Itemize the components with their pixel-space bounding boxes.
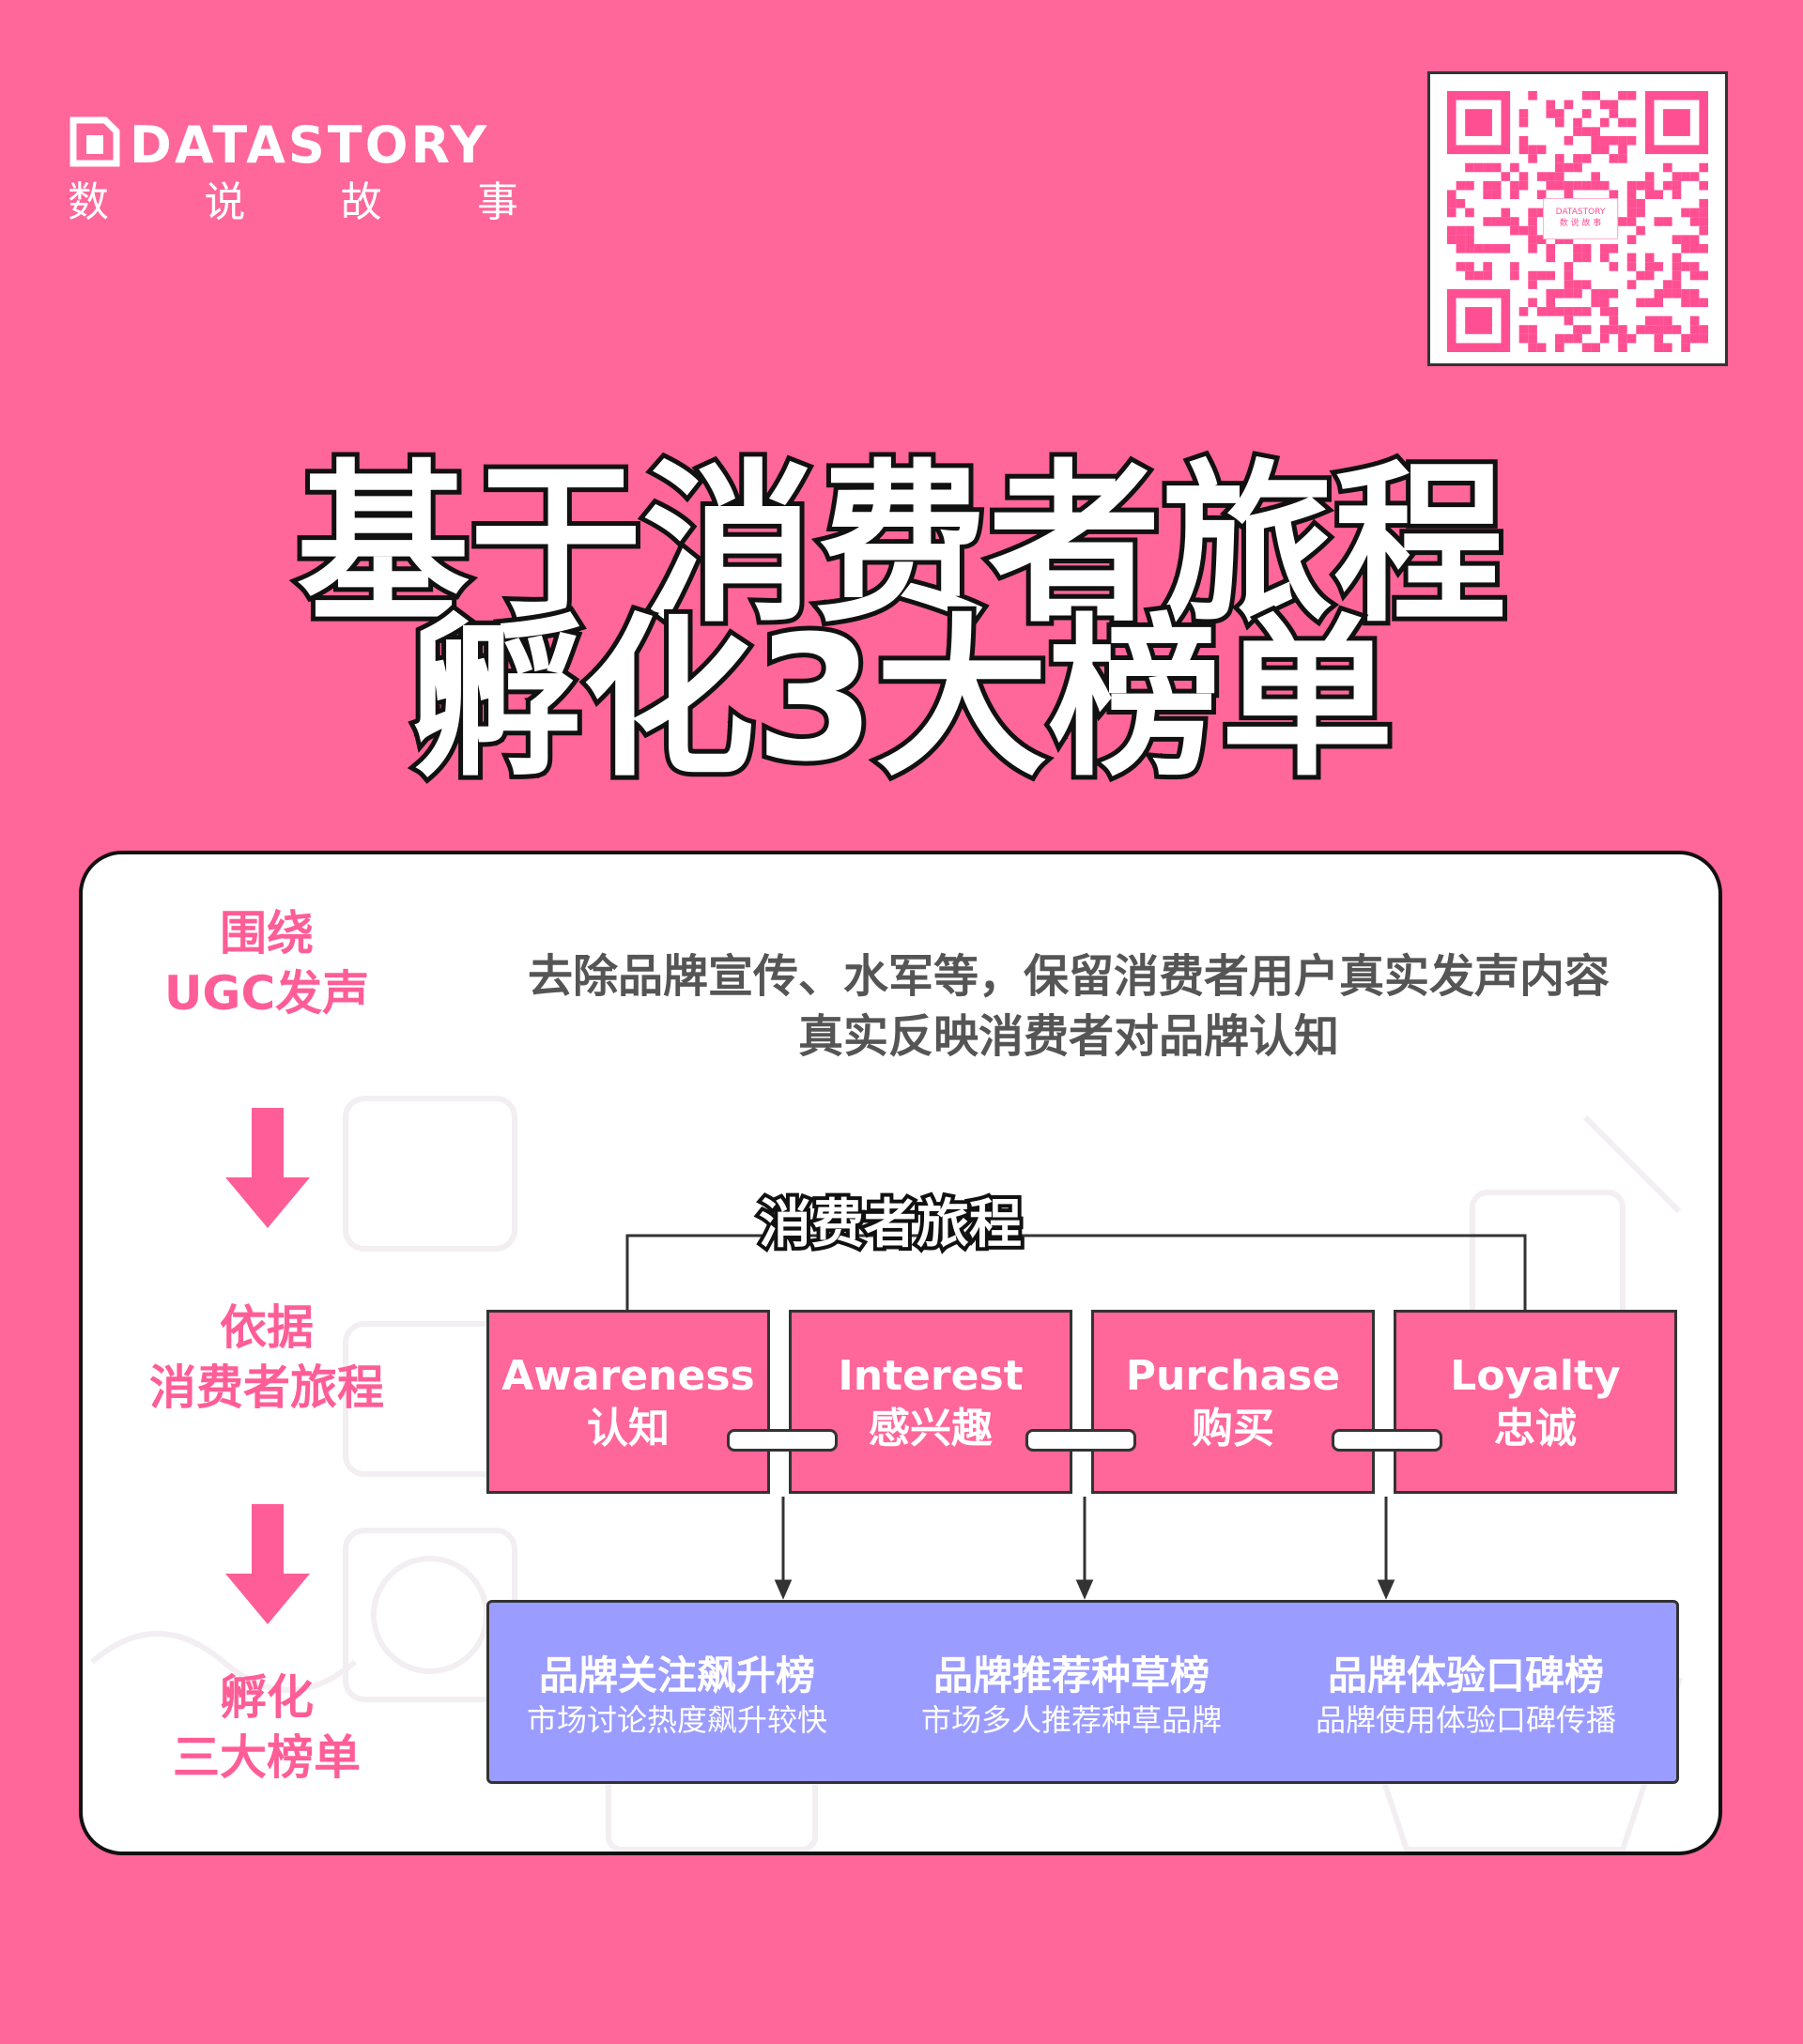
brand-subtitle-char: 数 — [68, 178, 109, 226]
page-title-line-2: 孵化3大榜单 — [405, 599, 1398, 800]
ranking-subtitle: 品牌使用体验口碑传播 — [1315, 1702, 1616, 1738]
rankings-box: 品牌关注飙升榜 市场讨论热度飙升较快 品牌推荐种草榜 市场多人推荐种草品牌 品牌… — [486, 1600, 1679, 1784]
journey-title: 消费者旅程 — [755, 1191, 1025, 1259]
step-ugc-line2: UGC发声 — [163, 966, 370, 1021]
qr-code: DATASTORY 数 说 故 事 — [1427, 71, 1728, 366]
step-journey-line2: 消费者旅程 — [149, 1360, 384, 1415]
stage-awareness: Awareness 认知 — [486, 1310, 770, 1494]
ranking-title: 品牌体验口碑榜 — [1327, 1652, 1604, 1698]
ranking-recommend: 品牌推荐种草榜 市场多人推荐种草品牌 — [884, 1652, 1259, 1740]
stage-link-bar — [1332, 1429, 1442, 1452]
arrow-down-icon — [225, 1504, 310, 1624]
journey-connector — [625, 1234, 1527, 1600]
stage-awareness-zh: 认知 — [587, 1405, 670, 1452]
ranking-subtitle: 市场多人推荐种草品牌 — [920, 1702, 1222, 1738]
step-rankings-line1: 孵化 — [220, 1670, 314, 1725]
ranking-title: 品牌关注飙升榜 — [538, 1652, 815, 1698]
step-rankings: 孵化 三大榜单 — [116, 1667, 417, 1788]
qr-badge-name: DATASTORY — [1555, 207, 1606, 217]
brand-subtitle-char: 说 — [204, 178, 246, 226]
step-ugc: 围绕 UGC发声 — [116, 903, 417, 1023]
step-rankings-line2: 三大榜单 — [173, 1730, 361, 1785]
stage-loyalty-zh: 忠诚 — [1494, 1405, 1577, 1452]
intro-text: 去除品牌宣传、水军等，保留消费者用户真实发声内容 真实反映消费者对品牌认知 — [449, 946, 1688, 1067]
stage-purchase: Purchase 购买 — [1091, 1310, 1375, 1494]
qr-code-pattern — [1447, 91, 1708, 352]
stage-purchase-zh: 购买 — [1192, 1405, 1274, 1452]
stage-link-bar — [727, 1429, 838, 1452]
stage-interest-zh: 感兴趣 — [869, 1405, 993, 1452]
arrow-down-icon — [225, 1108, 310, 1228]
page-title-line-1: 基于消费者旅程 — [292, 445, 1511, 646]
qr-center-logo: DATASTORY 数 说 故 事 — [1543, 198, 1618, 239]
ranking-subtitle: 市场讨论热度飙升较快 — [526, 1702, 827, 1738]
stage-loyalty: Loyalty 忠诚 — [1394, 1310, 1677, 1494]
stage-loyalty-en: Loyalty — [1450, 1352, 1621, 1400]
stage-interest: Interest 感兴趣 — [789, 1310, 1072, 1494]
brand-subtitle-char: 事 — [476, 178, 518, 226]
qr-badge-sub: 数 说 故 事 — [1559, 219, 1602, 228]
stage-link-bar — [1025, 1429, 1136, 1452]
stage-purchase-en: Purchase — [1125, 1352, 1341, 1400]
datastory-logo-icon — [69, 116, 120, 167]
diagram-card: 围绕 UGC发声 依据 消费者旅程 孵化 三大榜单 去除品牌宣传、水军等，保留消… — [79, 851, 1722, 1855]
brand-name: DATASTORY — [130, 115, 490, 175]
stage-awareness-en: Awareness — [501, 1352, 755, 1400]
intro-line-2: 真实反映消费者对品牌认知 — [797, 1010, 1339, 1063]
stage-interest-en: Interest — [838, 1352, 1024, 1400]
step-journey: 依据 消费者旅程 — [116, 1298, 417, 1418]
brand-subtitle: 数 说 故 事 — [68, 178, 518, 227]
ranking-title: 品牌推荐种草榜 — [932, 1652, 1210, 1698]
step-journey-line1: 依据 — [220, 1300, 314, 1355]
brand-subtitle-char: 故 — [340, 178, 382, 226]
intro-line-1: 去除品牌宣传、水军等，保留消费者用户真实发声内容 — [527, 950, 1610, 1003]
ranking-trending: 品牌关注飙升榜 市场讨论热度飙升较快 — [489, 1652, 865, 1740]
ranking-reputation: 品牌体验口碑榜 品牌使用体验口碑传播 — [1278, 1652, 1654, 1740]
step-ugc-line1: 围绕 — [220, 906, 314, 961]
